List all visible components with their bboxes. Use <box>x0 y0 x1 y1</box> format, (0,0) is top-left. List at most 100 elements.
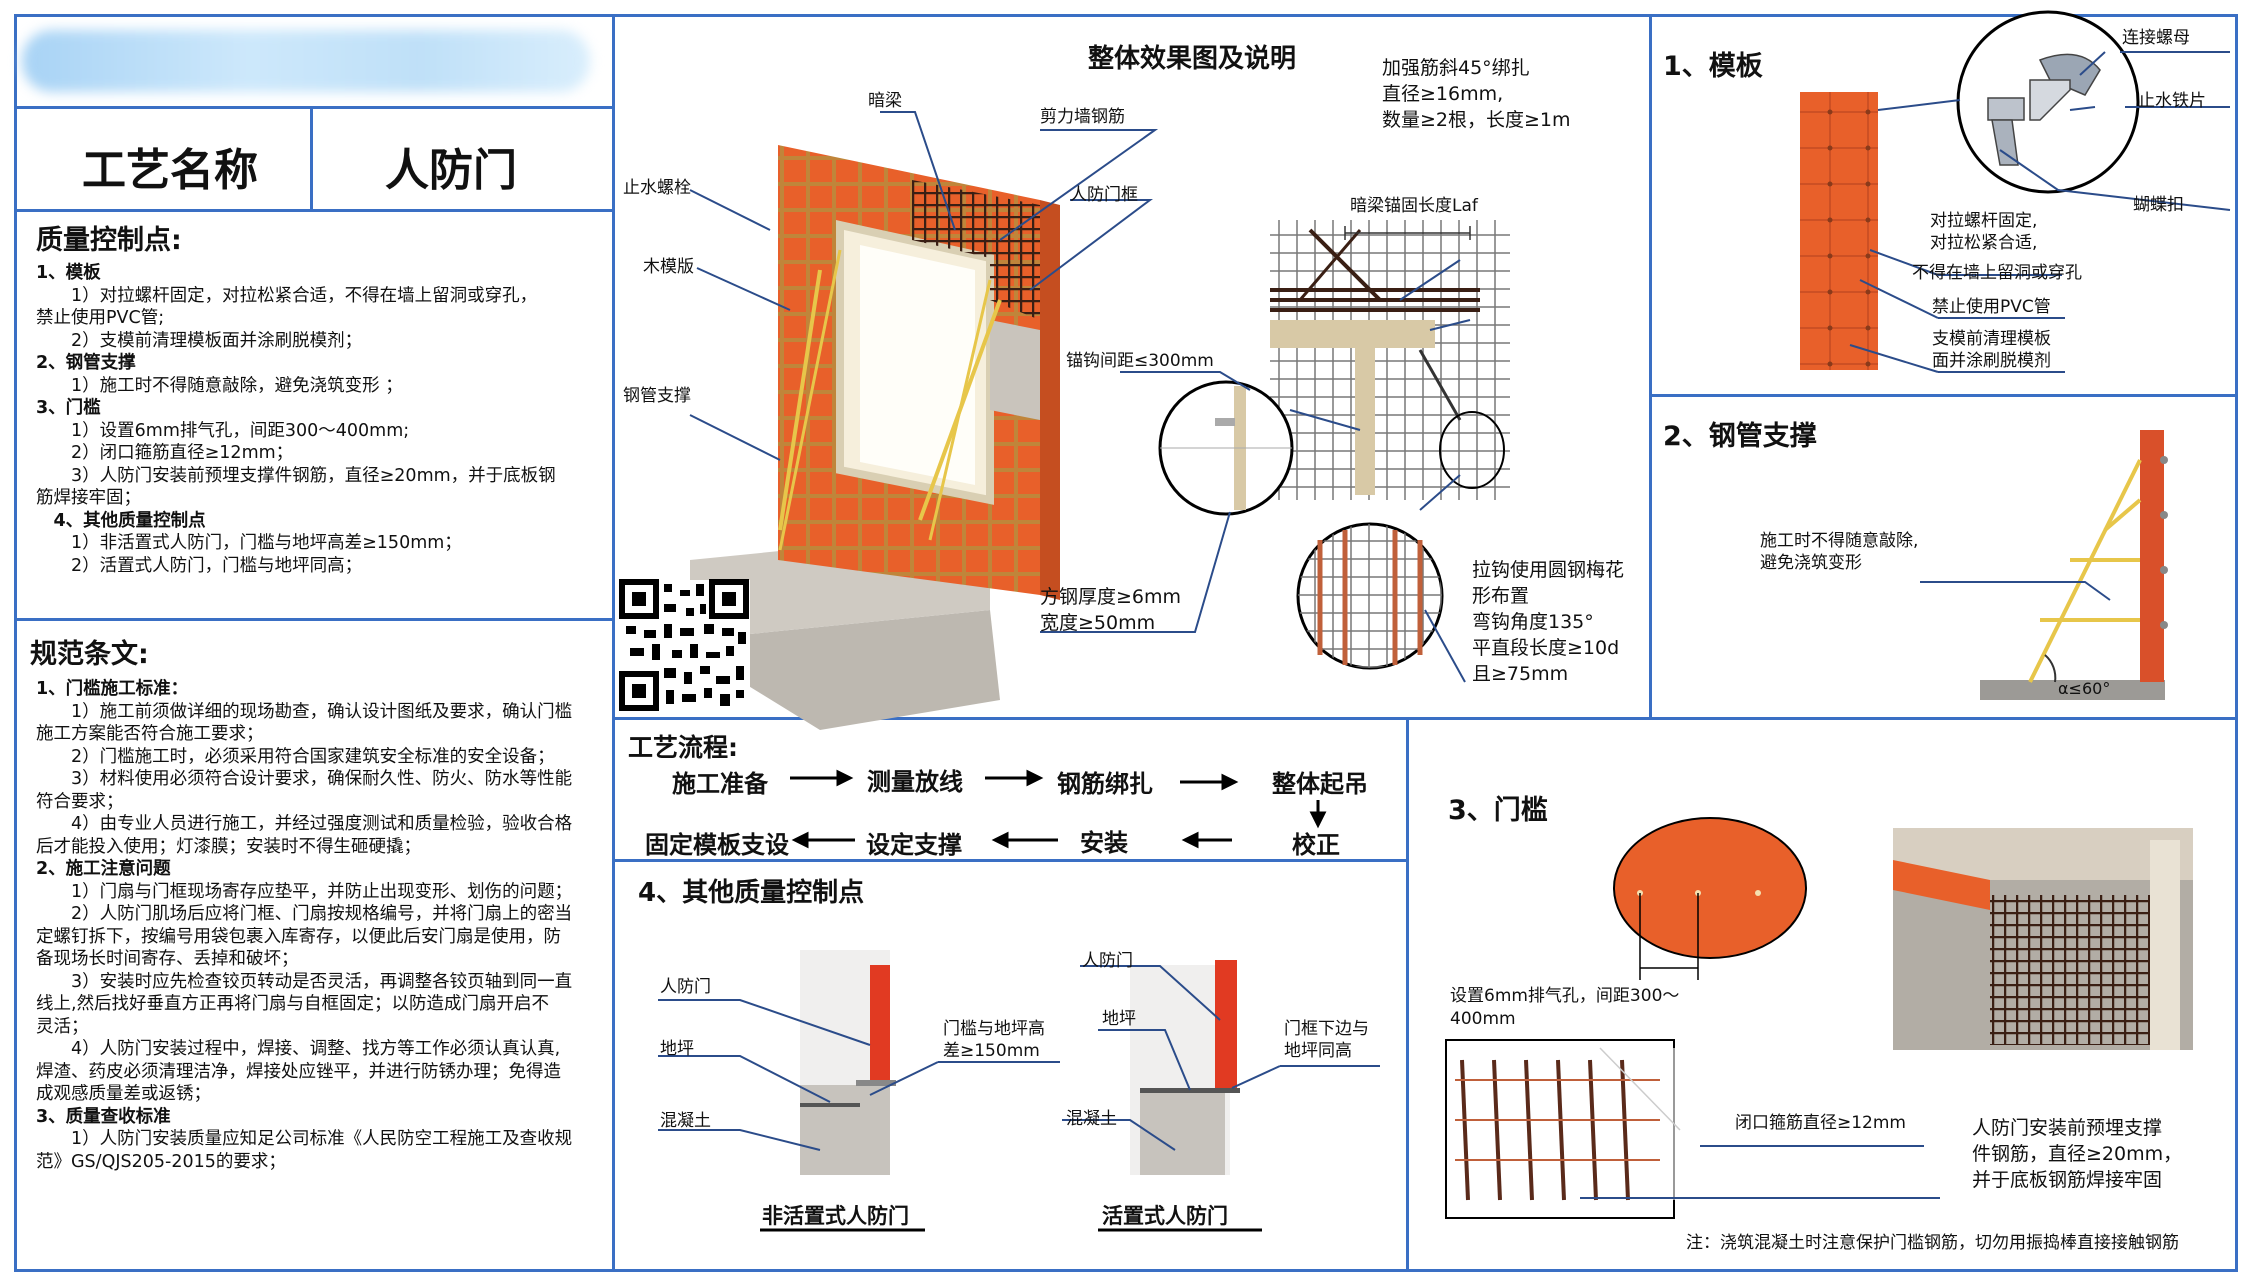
quality-line: 3）人防门安装前预埋支撑件钢筋，直径≥20mm，并于底板钢 <box>36 465 556 486</box>
quality-line: 2）支模前清理模板面并涂刷脱模剂； <box>36 330 363 351</box>
other-leaders <box>658 965 1380 1151</box>
threshold-note: 注：浇筑混凝土时注意保护门槛钢筋，切勿用振捣棒直接接触钢筋 <box>1686 1233 2179 1253</box>
divider <box>14 209 614 212</box>
norms-line: 3）安装时应先检查铰页转动是否灵活，再调整各铰页轴到同一直 <box>36 971 573 992</box>
norms-line: 后才能投入使用；灯漆膜；安装时不得生砸硬撬； <box>36 836 421 857</box>
tie-detail-circle <box>1296 522 1444 670</box>
norms-line: 焊渣、药皮必须清理洁净，焊接处应锉平，并进行防锈办理；免得造 <box>36 1061 561 1082</box>
label-left-note1: 门槛与地坪高 <box>943 1019 1045 1039</box>
quality-line: 1）非活置式人防门，门槛与地坪高差≥150mm； <box>36 533 462 553</box>
quality-line: 禁止使用PVC管; <box>36 308 165 328</box>
norms-line: 1）门扇与门框现场寄存应垫平，并防止出现变形、划伤的问题； <box>36 881 573 902</box>
label-nut: 连接螺母 <box>2122 28 2190 48</box>
label-left-door: 人防门 <box>660 977 711 997</box>
label-stop-plate: 止水铁片 <box>2138 91 2206 111</box>
label-door-frame: 人防门框 <box>1070 185 1138 205</box>
step-prepare: 施工准备 <box>672 770 768 798</box>
step-install: 安装 <box>1080 829 1128 857</box>
norms-line: 4）由专业人员进行施工，并经过强度测试和质量检验，验收合格 <box>36 814 573 834</box>
quality-line: 1、模板 <box>36 263 101 283</box>
label-reinforce-3: 数量≥2根，长度≥1m <box>1382 109 1571 131</box>
label-right-floor: 地坪 <box>1102 1009 1136 1029</box>
outer-frame <box>14 14 2238 1272</box>
process-name-label: 工艺名称 <box>82 145 258 196</box>
label-right-note2: 地坪同高 <box>1284 1041 1352 1061</box>
label-square-steel-2: 宽度≥50mm <box>1040 612 1156 634</box>
label-reinforce-2: 直径≥16mm, <box>1382 83 1504 105</box>
caption-movable: 活置式人防门 <box>1102 1204 1228 1228</box>
support-diagram <box>1920 430 2168 700</box>
norms-line: 1、门槛施工标准： <box>36 679 189 699</box>
overview-title: 整体效果图及说明 <box>1088 44 1297 74</box>
label-water-bolt: 止水螺栓 <box>623 178 691 198</box>
norms-line: 2、施工注意问题 <box>36 859 171 879</box>
norms-line: 3）材料使用必须符合设计要求，确保耐久性、防火、防水等性能 <box>36 769 573 789</box>
norms-line: 线上,然后找好垂直方正再将门扇与自框固定；以防造成门扇开启不 <box>36 994 550 1014</box>
vent-hole-ellipse <box>1613 817 1807 959</box>
rebar-mesh-detail <box>1270 220 1510 500</box>
quality-title: 质量控制点: <box>36 225 182 256</box>
norms-line: 2）门槛施工时，必须采用符合国家建筑安全标准的安全设备； <box>36 746 555 767</box>
norms-line: 1）施工前须做详细的现场勘查，确认设计图纸及要求，确认门槛 <box>36 701 573 722</box>
label-dark-beam: 暗梁 <box>868 91 902 111</box>
label-butterfly: 蝴蝶扣 <box>2133 195 2184 215</box>
quality-line: 3、门槛 <box>36 398 101 418</box>
label-embed-1: 人防门安装前预埋支撑 <box>1972 1117 2163 1139</box>
focus-ellipse <box>1439 411 1505 489</box>
caption-non-movable: 非活置式人防门 <box>762 1204 909 1228</box>
stirrup-detail <box>1460 1059 1630 1201</box>
quality-line: 2）闭口箍筋直径≥12mm； <box>36 443 294 463</box>
overview-leaders <box>689 111 1471 683</box>
label-tie-2: 形布置 <box>1472 585 1530 607</box>
blurred-logo <box>22 30 590 92</box>
quality-line: 1）施工时不得随意敲除，避免浇筑变形 ； <box>36 375 403 396</box>
step-rebar: 钢筋绑扎 <box>1057 770 1153 798</box>
qr-code <box>619 579 750 712</box>
quality-list: 1、模板 1）对拉螺杆固定，对拉松紧合适，不得在墙上留洞或穿孔，禁止使用PVC管… <box>36 262 596 577</box>
norms-line: 施工方案能否符合施工要求； <box>36 724 264 744</box>
label-right-concrete: 混凝土 <box>1066 1109 1117 1129</box>
movable-door-diagram <box>1130 960 1240 1175</box>
label-steel-support: 钢管支撑 <box>623 386 691 406</box>
label-right-note1: 门框下边与 <box>1284 1019 1369 1039</box>
norms-line: 2）人防门肌场后应将门框、门扇按规格编号，并将门扇上的密当 <box>36 904 573 924</box>
formwork-leaders <box>1849 51 2231 373</box>
formwork-title: 1、模板 <box>1663 51 1763 82</box>
support-title: 2、钢管支撑 <box>1663 421 1817 452</box>
label-tie-1: 拉钩使用圆钢梅花 <box>1472 559 1625 581</box>
label-square-steel-1: 方钢厚度≥6mm <box>1040 586 1182 608</box>
quality-line: 4、其他质量控制点 <box>36 510 206 531</box>
label-formwork-t3: 不得在墙上留洞或穿孔 <box>1912 263 2082 283</box>
norms-line: 1）人防门安装质量应知足公司标准《人民防空工程施工及查收规 <box>36 1129 573 1149</box>
label-formwork-t2: 对拉松紧合适, <box>1930 233 2038 253</box>
norms-title: 规范条文: <box>30 639 149 670</box>
process-arrows <box>790 769 1327 849</box>
divider <box>310 106 313 210</box>
quality-line: 筋焊接牢固； <box>36 488 141 508</box>
connector-parts <box>1987 53 2101 166</box>
threshold-leaders <box>1580 1145 1940 1199</box>
step-lift: 整体起吊 <box>1272 770 1368 798</box>
label-tie-5: 且≥75mm <box>1472 663 1569 685</box>
label-hook-spacing: 锚钩间距≤300mm <box>1066 351 1214 371</box>
label-left-note2: 差≥150mm <box>943 1041 1040 1061</box>
label-formwork-t4: 禁止使用PVC管 <box>1932 297 2051 317</box>
label-embed-2: 件钢筋，直径≥20mm， <box>1972 1143 2183 1165</box>
norms-line: 成观感质量差或返锈； <box>36 1084 211 1104</box>
label-left-floor: 地坪 <box>660 1039 694 1059</box>
norms-line: 范》GS/QJS205-2015的要求； <box>36 1151 286 1172</box>
divider <box>14 106 614 109</box>
norms-line: 灵活； <box>36 1016 89 1037</box>
label-support-angle: α≤60° <box>2058 679 2111 698</box>
label-formwork-t6: 面并涂刷脱模剂 <box>1932 351 2051 371</box>
norms-line: 4）人防门安装过程中，焊接、调整、找方等工作必须认真认真, <box>36 1039 561 1059</box>
label-beam-anchor: 暗梁锚固长度Laf <box>1350 196 1478 216</box>
label-embed-3: 并于底板钢筋焊接牢固 <box>1972 1169 2163 1191</box>
threshold-render <box>1893 828 2193 1050</box>
label-support-t2: 避免浇筑变形 <box>1760 553 1862 573</box>
label-support-t1: 施工时不得随意敲除, <box>1760 531 1919 551</box>
divider <box>1406 718 1409 1272</box>
process-name-value: 人防门 <box>385 145 517 196</box>
process-title: 工艺流程: <box>628 733 738 762</box>
